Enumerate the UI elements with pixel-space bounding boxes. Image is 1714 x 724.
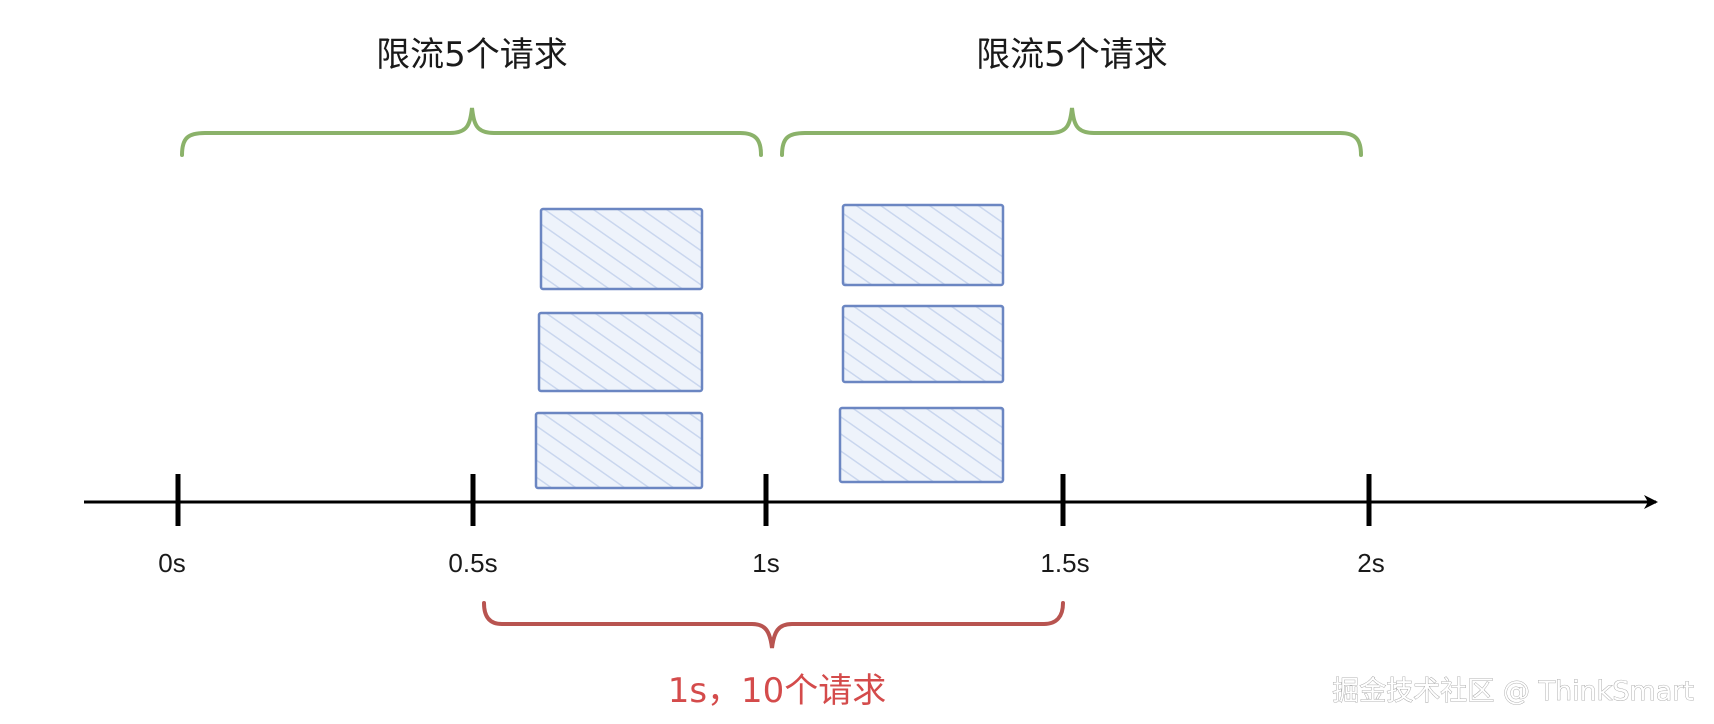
request-group-2 xyxy=(838,203,1005,484)
bottom-brace: 1s，10个请求 xyxy=(482,601,1065,711)
tick-label-0s: 0s xyxy=(158,548,185,578)
tick-label-0-5s: 0.5s xyxy=(448,548,497,578)
bottom-brace-label: 1s，10个请求 xyxy=(668,671,887,711)
request-box xyxy=(539,207,704,291)
top-brace-1: 限流5个请求 xyxy=(180,35,763,157)
watermark: 掘金技术社区 @ ThinkSmart xyxy=(1332,676,1694,707)
request-box xyxy=(838,406,1005,484)
request-group-1 xyxy=(534,207,704,490)
tick-label-1-5s: 1.5s xyxy=(1040,548,1089,578)
top-brace-2: 限流5个请求 xyxy=(780,35,1363,157)
time-axis: 0s 0.5s 1s 1.5s 2s xyxy=(84,474,1658,578)
top-brace-label-2: 限流5个请求 xyxy=(976,35,1168,75)
request-box xyxy=(841,203,1005,287)
request-box xyxy=(841,304,1005,384)
tick-label-2s: 2s xyxy=(1357,548,1384,578)
top-brace-label-1: 限流5个请求 xyxy=(376,35,568,75)
request-box xyxy=(534,411,704,490)
request-box xyxy=(537,311,704,393)
tick-label-1s: 1s xyxy=(752,548,779,578)
